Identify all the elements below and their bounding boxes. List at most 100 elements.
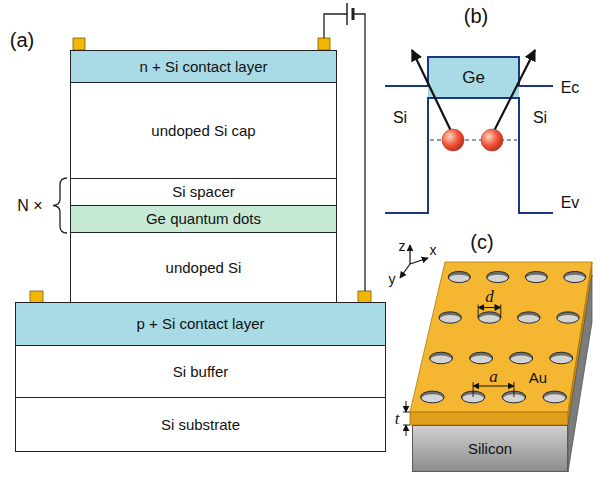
hole-rim	[487, 271, 509, 282]
dimension-label: t	[395, 410, 400, 427]
hole-rim	[439, 312, 462, 323]
layer-label: Ge quantum dots	[146, 210, 261, 227]
dimension-line	[478, 305, 479, 318]
contact-pad	[73, 38, 85, 50]
layer-box: n + Si contact layer	[70, 50, 337, 83]
layer-box: p + Si contact layer	[15, 302, 386, 346]
wire	[353, 14, 365, 291]
layer-box: Si substrate	[15, 397, 386, 452]
hole-rim	[430, 352, 453, 364]
hole-shadow	[550, 352, 573, 364]
hole-rim	[421, 391, 445, 403]
gold-film-top	[410, 262, 592, 412]
gold-film-edge	[410, 412, 568, 425]
emission-arrow	[494, 50, 535, 131]
dimension-line	[513, 382, 514, 397]
material-label: Si	[393, 110, 407, 126]
dimension-arrow	[406, 401, 407, 412]
dimension-line	[473, 382, 474, 397]
panel-label: (b)	[464, 6, 488, 26]
hole-particle	[481, 129, 503, 151]
hole-particle	[442, 129, 464, 151]
layer-label: Si spacer	[172, 183, 235, 200]
dimension-label: d	[485, 287, 494, 304]
wire	[324, 14, 347, 38]
hole-rim	[543, 391, 567, 403]
layer-box: Si buffer	[15, 345, 386, 398]
material-label: Si	[533, 110, 547, 126]
air-hole	[525, 271, 547, 282]
air-hole	[543, 391, 567, 403]
hole-rim	[448, 271, 470, 282]
ge-band-fill	[428, 57, 519, 98]
hole-rim	[470, 352, 493, 364]
substrate-face: Silicon	[412, 425, 568, 472]
air-hole	[550, 352, 573, 364]
layer-box: Ge quantum dots	[70, 205, 337, 233]
axis-arrow	[400, 264, 410, 278]
hole-rim	[525, 271, 547, 282]
band-label: Ec	[561, 80, 580, 96]
layer-label: undoped Si cap	[151, 122, 255, 139]
hole-shadow	[564, 271, 586, 282]
hole-shadow	[517, 312, 540, 323]
material-label: Au	[529, 370, 547, 385]
hole-rim	[557, 312, 580, 323]
band-region: Ge	[428, 58, 519, 97]
hole-shadow	[510, 352, 533, 364]
hole-shadow	[470, 352, 493, 364]
layer-label: Si buffer	[173, 363, 229, 380]
panel-label: (a)	[10, 30, 34, 50]
contact-pad	[318, 38, 330, 50]
axis-arrow	[409, 245, 410, 264]
air-hole	[470, 352, 493, 364]
hole-rim	[550, 352, 573, 364]
air-hole	[487, 271, 509, 282]
hole-rim	[564, 271, 586, 282]
air-hole	[557, 312, 580, 323]
axis-label: x	[430, 243, 437, 257]
hole-shadow	[557, 312, 580, 323]
hole-shadow	[448, 271, 470, 282]
hole-shadow	[543, 391, 567, 403]
air-hole	[564, 271, 586, 282]
hole-shadow	[430, 352, 453, 364]
layer-label: Ge	[462, 68, 485, 88]
repeat-label: N ×	[17, 198, 42, 214]
dimension-arrow	[406, 425, 407, 436]
brace	[53, 178, 67, 233]
hole-shadow	[525, 271, 547, 282]
hole-rim	[478, 312, 501, 323]
battery-symbol	[346, 3, 348, 25]
hole-shadow	[421, 391, 445, 403]
valence-band	[385, 98, 553, 213]
layer-label: p + Si contact layer	[137, 315, 265, 332]
layer-box: Si spacer	[70, 178, 337, 206]
dimension-label: a	[489, 368, 498, 385]
dimension-arrow	[473, 386, 514, 387]
air-hole	[439, 312, 462, 323]
layer-label: Si substrate	[161, 416, 240, 433]
air-hole	[448, 271, 470, 282]
hole-rim	[510, 352, 533, 364]
air-hole	[478, 312, 501, 323]
panel-label: (c)	[470, 232, 493, 252]
band-label: Ev	[561, 195, 580, 211]
hole-shadow	[487, 271, 509, 282]
layer-label: Silicon	[468, 440, 512, 457]
dimension-arrow	[478, 307, 501, 308]
hole-shadow	[439, 312, 462, 323]
silicon-side	[568, 275, 592, 472]
axis-arrow	[410, 258, 428, 264]
hole-array	[421, 271, 586, 402]
emission-arrow	[412, 50, 451, 131]
layer-label: n + Si contact layer	[140, 58, 268, 75]
axis-label: z	[399, 239, 406, 253]
air-hole	[430, 352, 453, 364]
air-hole	[510, 352, 533, 364]
axis-label: y	[389, 272, 396, 286]
hole-shadow	[478, 312, 501, 323]
layer-label: undoped Si	[166, 259, 242, 276]
battery-symbol	[352, 8, 355, 20]
